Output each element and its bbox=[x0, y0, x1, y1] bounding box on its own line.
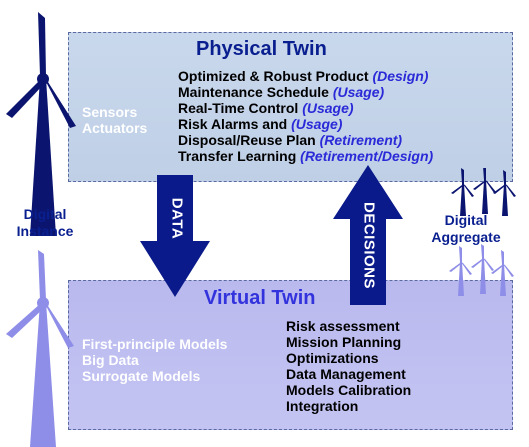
list-item: First-principle Models bbox=[82, 336, 228, 352]
digital-instance-label: Digital Instance bbox=[16, 206, 74, 239]
decisions-arrow-label: DECISIONS bbox=[360, 201, 378, 289]
virtual-twin-title: Virtual Twin bbox=[204, 287, 316, 309]
actuators-label: Actuators bbox=[82, 120, 148, 136]
digital-aggregate-label: Digital Aggregate bbox=[431, 212, 501, 245]
list-item: Disposal/Reuse Plan (Retirement) bbox=[178, 132, 403, 148]
turbine-cluster-icon bbox=[451, 168, 516, 216]
virtual-twin-box bbox=[68, 280, 513, 430]
list-item: Transfer Learning (Retirement/Design) bbox=[178, 148, 434, 164]
list-item: Data Management bbox=[286, 366, 406, 382]
list-item: Integration bbox=[286, 398, 359, 414]
virtual-functions-list: Risk assessment Mission Planning Optimiz… bbox=[286, 318, 411, 414]
data-arrow-label: DATA bbox=[168, 197, 186, 240]
list-item: Models Calibration bbox=[286, 382, 412, 398]
list-item: Real-Time Control (Usage) bbox=[178, 100, 354, 116]
physical-twin-box bbox=[68, 32, 513, 182]
wind-turbine-icon bbox=[6, 12, 76, 236]
list-item: Risk assessment bbox=[286, 318, 400, 334]
sensors-label: Sensors bbox=[82, 104, 138, 120]
decisions-arrow bbox=[333, 165, 403, 305]
physical-outputs-list: Optimized & Robust Product (Design) Main… bbox=[178, 68, 433, 164]
virtual-models-list: First-principle Models Big Data Surrogat… bbox=[82, 336, 227, 384]
list-item: Mission Planning bbox=[286, 334, 402, 350]
list-item: Maintenance Schedule (Usage) bbox=[178, 84, 385, 100]
list-item: Optimized & Robust Product (Design) bbox=[178, 68, 429, 84]
list-item: Optimizations bbox=[286, 350, 379, 366]
turbine-cluster-icon bbox=[449, 244, 514, 296]
list-item: Surrogate Models bbox=[82, 368, 201, 384]
wind-turbine-icon bbox=[6, 250, 74, 447]
list-item: Big Data bbox=[82, 352, 139, 368]
list-item: Risk Alarms and (Usage) bbox=[178, 116, 343, 132]
physical-twin-title: Physical Twin bbox=[196, 38, 327, 60]
data-arrow bbox=[140, 175, 210, 297]
